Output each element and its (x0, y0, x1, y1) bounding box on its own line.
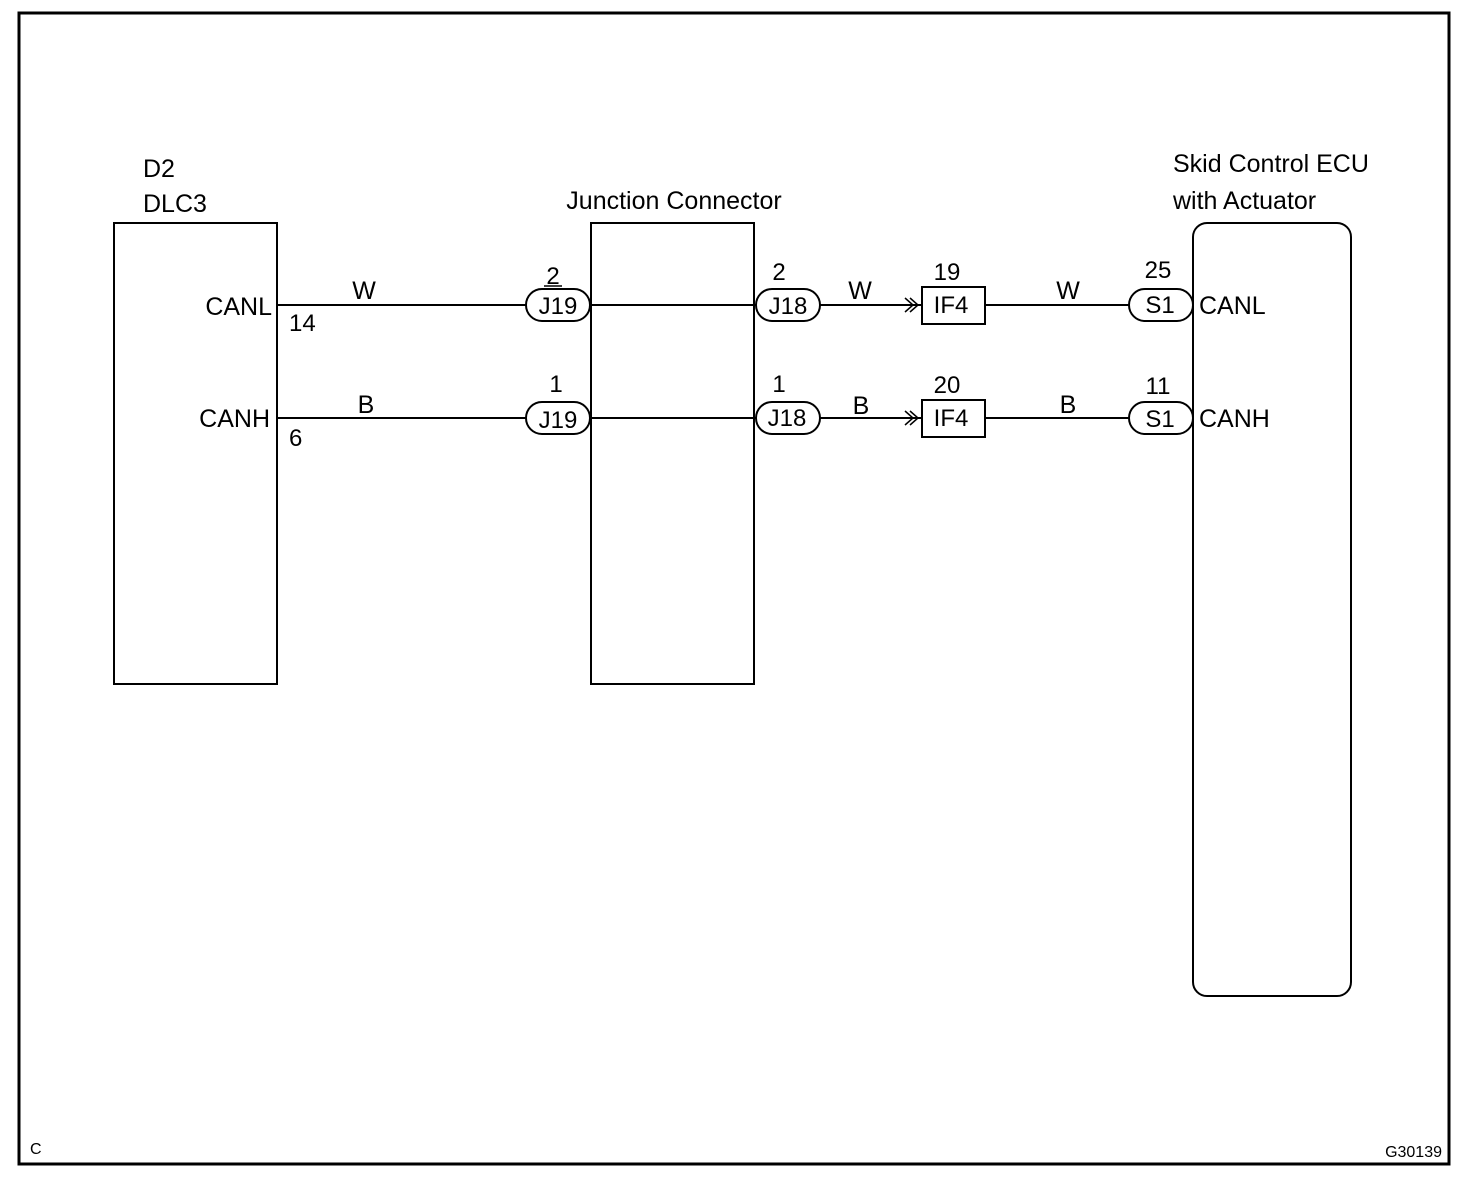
wire-color-label: B (358, 391, 375, 419)
s1-connector-oval (1128, 401, 1194, 435)
j18-pin-number: 1 (772, 371, 785, 398)
ecu-name-line2: with Actuator (1172, 187, 1316, 215)
dlc3-code: D2 (143, 155, 175, 183)
j19-pin-number: 2 (546, 263, 559, 290)
wire-color-label: W (848, 277, 872, 305)
s1-pin-number: 11 (1146, 373, 1171, 400)
j19-connector-label: J19 (539, 407, 578, 434)
j18-connector-label: J18 (768, 405, 807, 432)
dlc3-name: DLC3 (143, 190, 207, 218)
figure-code: G30139 (1385, 1144, 1442, 1161)
junction-box (590, 222, 755, 685)
dlc3-box (113, 222, 278, 685)
s1-connector-oval (1128, 288, 1194, 322)
j19-connector-label: J19 (539, 293, 578, 320)
j18-connector-label: J18 (769, 293, 808, 320)
s1-connector-label: S1 (1145, 406, 1174, 433)
ecu-component: Skid Control ECU with Actuator CANL CANH (1172, 150, 1369, 997)
dlc3-pin-canh: 6 (289, 425, 302, 452)
wire-color-label: B (1060, 391, 1077, 419)
if4-pin-number: 19 (934, 259, 961, 286)
if4-connector-label: IF4 (934, 405, 969, 432)
inline-connector-arrow-icon (904, 410, 920, 426)
dlc3-signal-canl: CANL (205, 293, 272, 321)
wire-color-label: W (352, 277, 376, 305)
s1-pin-number: 25 (1145, 257, 1172, 284)
s1-connector-label: S1 (1145, 292, 1174, 319)
ecu-box (1192, 222, 1352, 997)
dlc3-pin-canl: 14 (289, 310, 316, 337)
wire-color-label: B (853, 392, 870, 420)
if4-connector-box (921, 286, 986, 325)
ecu-name-line1: Skid Control ECU (1173, 150, 1369, 178)
if4-pin-number: 20 (934, 372, 961, 399)
j18-pin-number: 2 (772, 259, 785, 286)
diagram-frame (17, 11, 1451, 1166)
wire-color-label: W (1056, 277, 1080, 305)
junction-connector-component: Junction Connector (566, 187, 782, 685)
dlc3-component: D2 DLC3 CANL 14 CANH 6 (113, 155, 316, 685)
corner-code: C (30, 1141, 42, 1158)
circuit-canl: W 2 J19 2 J18 W 19 IF4 W 25 S1 (277, 257, 1194, 325)
junction-name: Junction Connector (566, 187, 781, 215)
ecu-signal-canh: CANH (1199, 405, 1270, 433)
ecu-signal-canl: CANL (1199, 292, 1266, 320)
dlc3-signal-canh: CANH (199, 405, 270, 433)
inline-connector-arrow-icon (904, 297, 920, 313)
circuit-canh: B 1 J19 1 J18 B 20 IF4 B 11 S1 (277, 371, 1194, 438)
j19-pin-number: 1 (549, 371, 562, 398)
if4-connector-label: IF4 (934, 292, 969, 319)
